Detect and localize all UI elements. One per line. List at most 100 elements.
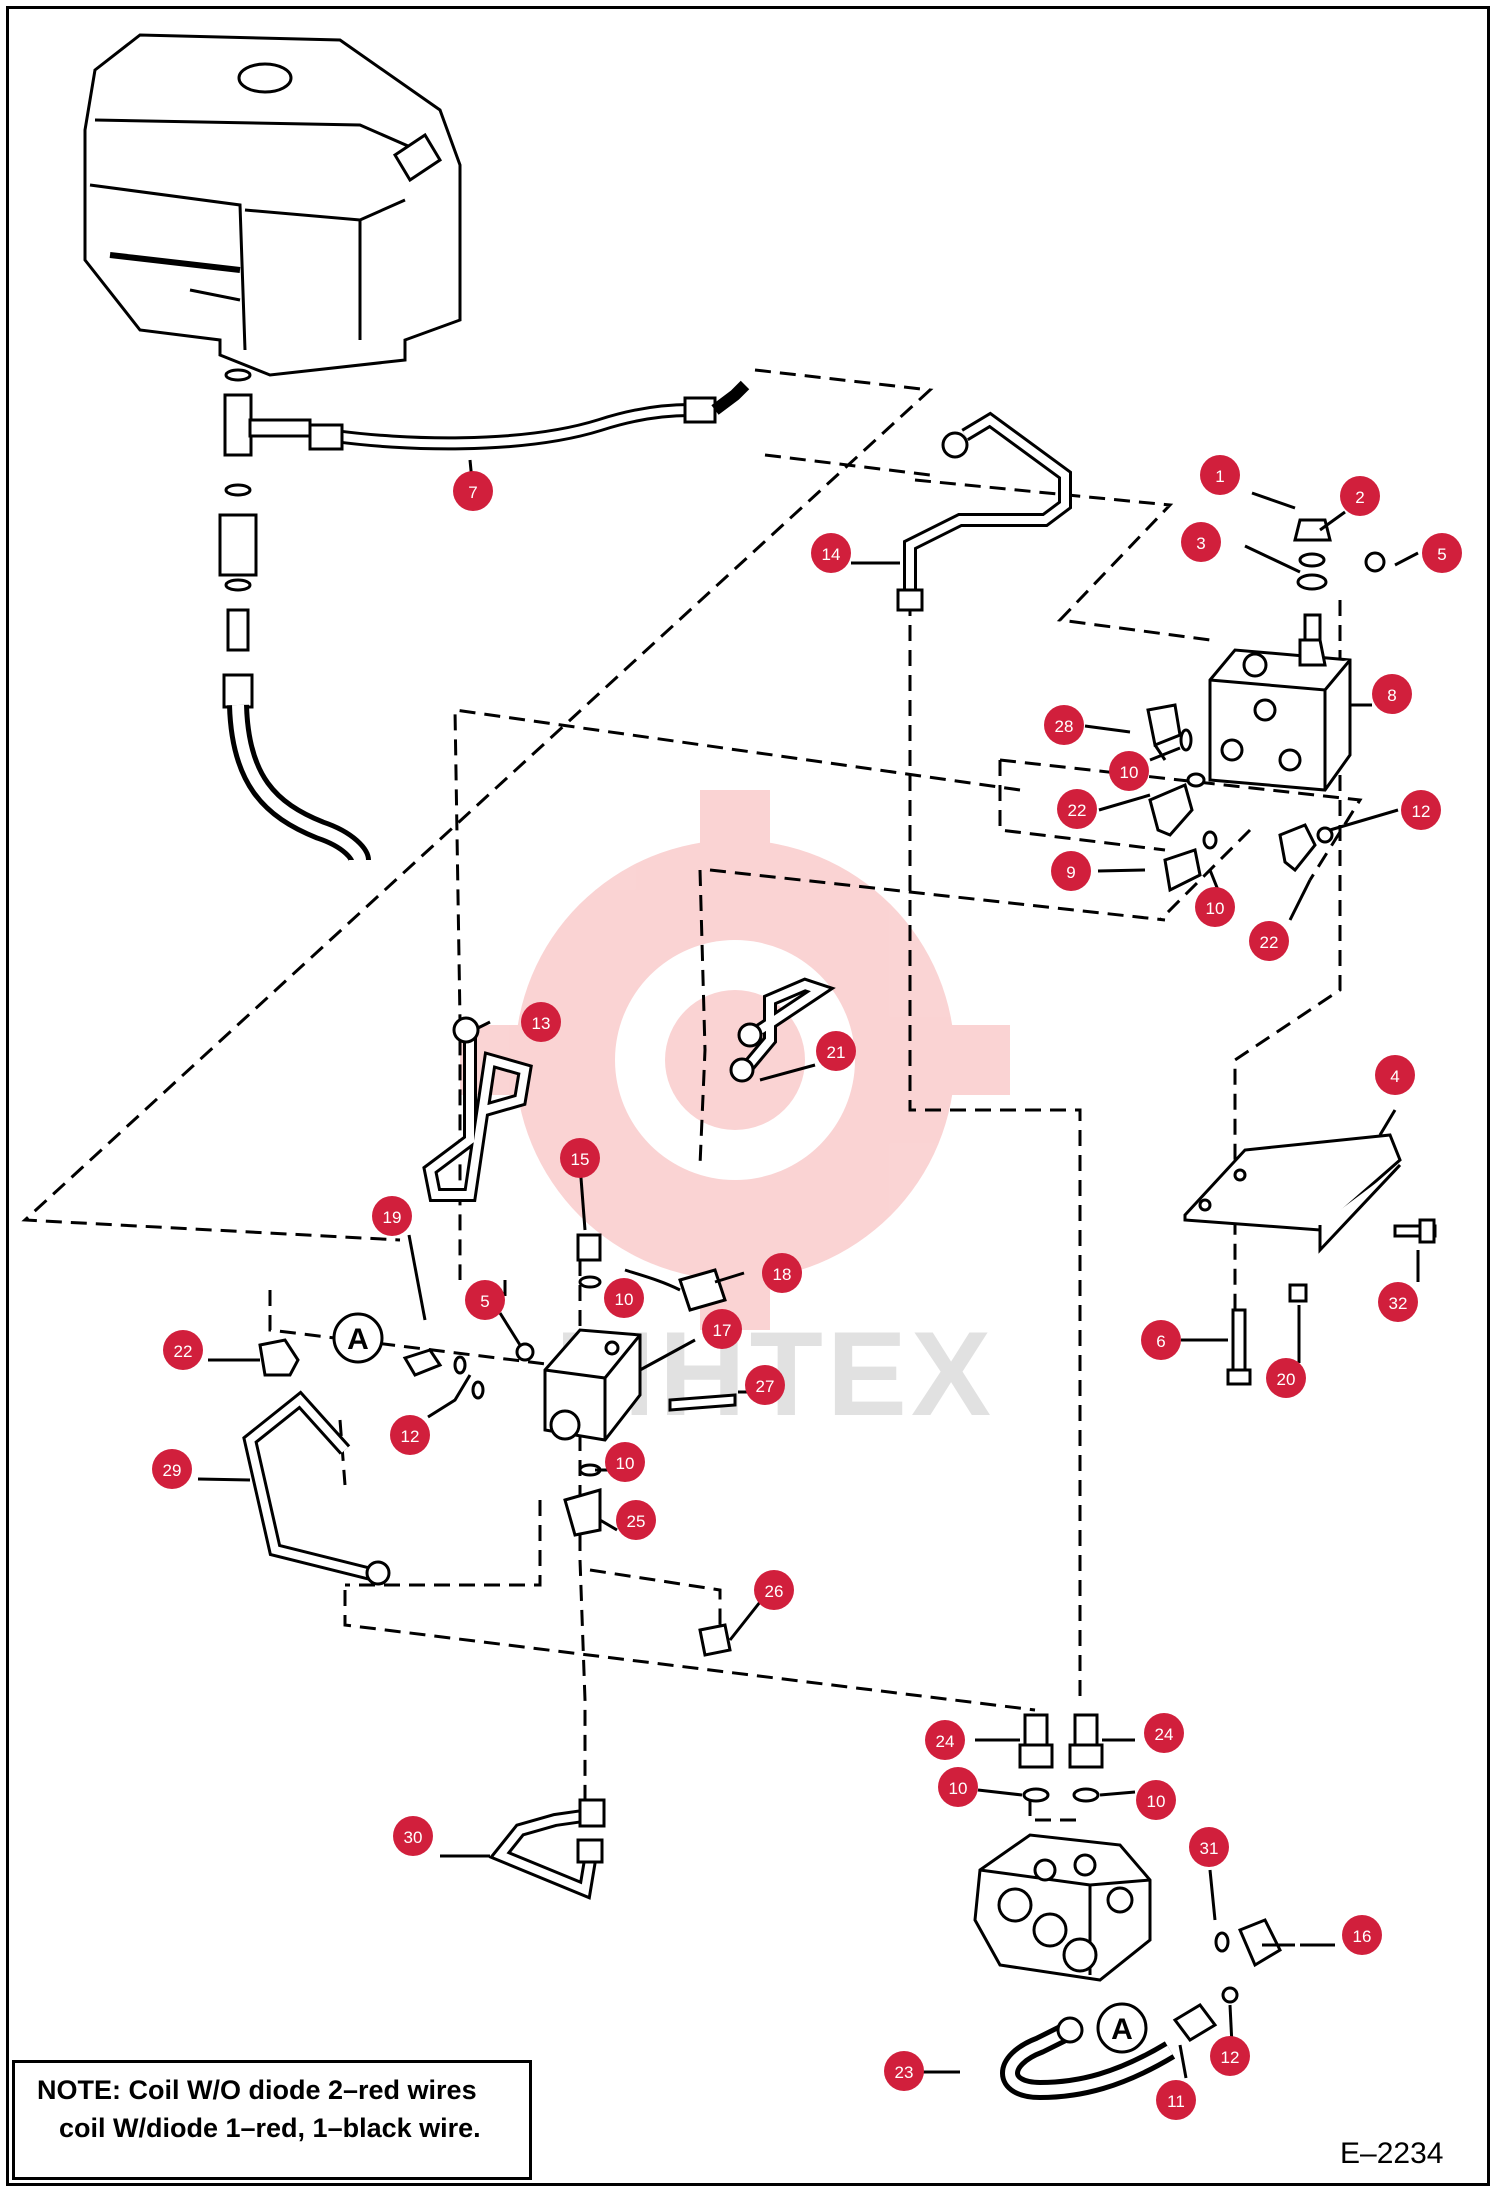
tubes-13-21 <box>422 977 836 1202</box>
callout-14: 14 <box>811 533 851 573</box>
callout-32: 32 <box>1378 1282 1418 1322</box>
tube-14 <box>896 411 1072 612</box>
svg-text:10: 10 <box>615 1290 634 1309</box>
callout-12: 12 <box>390 1415 430 1455</box>
svg-text:2: 2 <box>1355 488 1364 507</box>
bolts-6-20-32 <box>1226 1218 1437 1386</box>
svg-text:10: 10 <box>949 1779 968 1798</box>
callout-22: 22 <box>163 1330 203 1370</box>
svg-text:A: A <box>347 1323 369 1356</box>
diagram-id: E–2234 <box>1340 2137 1444 2170</box>
callout-6: 6 <box>1141 1320 1181 1360</box>
svg-text:10: 10 <box>1206 899 1225 918</box>
callout-5: 5 <box>1422 533 1462 573</box>
callout-19: 19 <box>372 1196 412 1236</box>
callout-22: 22 <box>1249 921 1289 961</box>
note-line-1: NOTE: Coil W/O diode 2–red wires <box>37 2071 519 2109</box>
svg-text:6: 6 <box>1156 1332 1165 1351</box>
callout-16: 16 <box>1342 1915 1382 1955</box>
svg-text:19: 19 <box>383 1208 402 1227</box>
svg-text:27: 27 <box>756 1377 775 1396</box>
callout-25: 25 <box>616 1500 656 1540</box>
svg-text:24: 24 <box>1155 1725 1174 1744</box>
svg-text:16: 16 <box>1353 1927 1372 1946</box>
callout-12: 12 <box>1210 2036 1250 2076</box>
tube-29 <box>242 1390 391 1586</box>
svg-text:23: 23 <box>895 2063 914 2082</box>
callout-10: 10 <box>938 1767 978 1807</box>
bracket-4 <box>1183 1133 1402 1254</box>
svg-text:18: 18 <box>773 1265 792 1284</box>
callout-4: 4 <box>1375 1055 1415 1095</box>
svg-text:21: 21 <box>827 1043 846 1062</box>
callout-5: 5 <box>465 1280 505 1320</box>
callout-21: 21 <box>816 1031 856 1071</box>
callout-12: 12 <box>1401 790 1441 830</box>
note-line-2: coil W/diode 1–red, 1–black wire. <box>37 2109 519 2147</box>
svg-text:22: 22 <box>1260 933 1279 952</box>
solenoid-valve-assembly <box>258 1233 737 1657</box>
callout-10: 10 <box>1109 751 1149 791</box>
svg-text:17: 17 <box>713 1321 732 1340</box>
callout-1: 1 <box>1200 455 1240 495</box>
callout-7: 7 <box>453 471 493 511</box>
svg-text:30: 30 <box>404 1828 423 1847</box>
callout-15: 15 <box>560 1138 600 1178</box>
svg-text:24: 24 <box>936 1732 955 1751</box>
callout-31: 31 <box>1189 1827 1229 1867</box>
svg-text:13: 13 <box>532 1014 551 1033</box>
svg-text:14: 14 <box>822 545 841 564</box>
main-control-valve <box>973 1833 1152 1982</box>
svg-text:8: 8 <box>1387 686 1396 705</box>
dashed-routing-lines <box>21 368 1363 1830</box>
svg-text:5: 5 <box>1437 545 1446 564</box>
svg-text:12: 12 <box>1221 2048 1240 2067</box>
svg-text:32: 32 <box>1389 1294 1408 1313</box>
adapters-24 <box>1018 1713 1104 1803</box>
fittings-16-11-12 <box>1172 1918 1295 2042</box>
hydraulic-tank <box>83 33 462 377</box>
callout-28: 28 <box>1044 705 1084 745</box>
callout-23: 23 <box>884 2051 924 2091</box>
note-label: NOTE: <box>37 2075 121 2105</box>
svg-text:12: 12 <box>1412 802 1431 821</box>
callout-10: 10 <box>1136 1780 1176 1820</box>
callout-20: 20 <box>1266 1358 1306 1398</box>
svg-text:20: 20 <box>1277 1370 1296 1389</box>
diagram-frame <box>6 6 1490 2186</box>
callout-2: 2 <box>1340 476 1380 516</box>
note-text-2: coil W/diode 1–red, 1–black wire. <box>59 2113 481 2143</box>
callout-group: 1 2 3 5 8 28 10 22 12 9 10 22 14 7 13 21… <box>152 455 1462 2120</box>
callout-24: 24 <box>1144 1713 1184 1753</box>
note-box: NOTE: Coil W/O diode 2–red wires coil W/… <box>12 2060 532 2180</box>
callout-11: 11 <box>1156 2080 1196 2120</box>
svg-text:1: 1 <box>1215 467 1224 486</box>
svg-text:10: 10 <box>1120 763 1139 782</box>
svg-text:10: 10 <box>1147 1792 1166 1811</box>
callout-18: 18 <box>762 1253 802 1293</box>
callout-17: 17 <box>702 1309 742 1349</box>
svg-text:25: 25 <box>627 1512 646 1531</box>
hose-7 <box>308 380 750 451</box>
svg-text:31: 31 <box>1200 1839 1219 1858</box>
svg-text:28: 28 <box>1055 717 1074 736</box>
callout-24: 24 <box>925 1720 965 1760</box>
svg-text:29: 29 <box>163 1461 182 1480</box>
note-text-1: Coil W/O diode 2–red wires <box>128 2075 477 2105</box>
tank-drain-hose <box>227 704 371 863</box>
callout-26: 26 <box>754 1570 794 1610</box>
valve-block-parts <box>1146 518 1386 893</box>
svg-text:22: 22 <box>1068 801 1087 820</box>
callout-10: 10 <box>1195 887 1235 927</box>
svg-text:10: 10 <box>616 1454 635 1473</box>
svg-text:9: 9 <box>1066 863 1075 882</box>
callout-22: 22 <box>1057 789 1097 829</box>
view-a-marker: A <box>332 1312 384 1364</box>
svg-text:4: 4 <box>1390 1067 1399 1086</box>
callout-27: 27 <box>745 1365 785 1405</box>
hose-23 <box>1000 2016 1176 2101</box>
svg-text:5: 5 <box>480 1292 489 1311</box>
view-a-marker: A <box>1096 2002 1148 2054</box>
svg-text:11: 11 <box>1167 2092 1185 2111</box>
